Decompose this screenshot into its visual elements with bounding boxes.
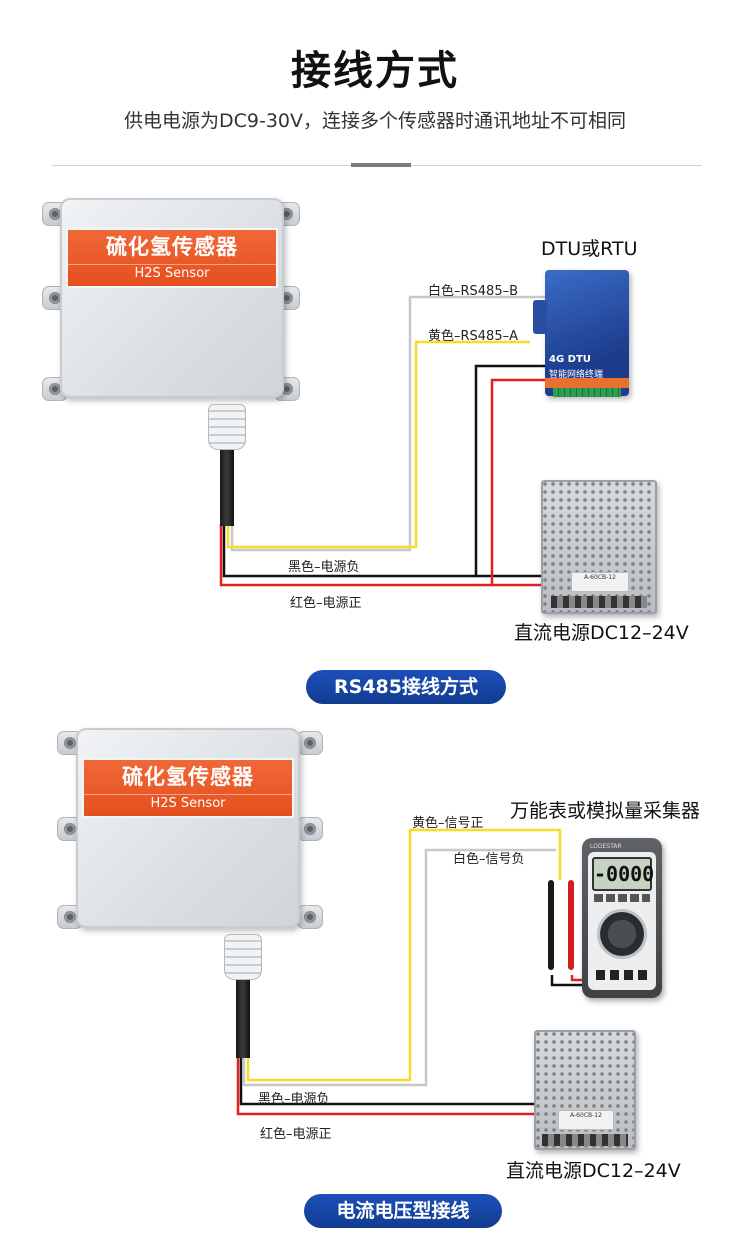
wire-label-black: 黑色–电源负 xyxy=(288,560,360,575)
dtu-device-label: DTU或RTU xyxy=(541,238,638,260)
wire-probe-red xyxy=(570,975,584,982)
dtu-terminal-block xyxy=(553,388,621,397)
psu-terminals-2 xyxy=(542,1134,628,1146)
probe-black xyxy=(548,880,554,970)
power-supply: A-60CB-12 xyxy=(541,480,657,614)
wire-label-yellow: 黄色–RS485–A xyxy=(428,329,518,344)
sensor-model: H2S Sensor xyxy=(68,264,276,283)
page-subtitle: 供电电源为DC9-30V，连接多个传感器时通讯地址不可相同 xyxy=(123,110,627,132)
wire-yellow-rs485a xyxy=(226,340,530,549)
meter-display: -0000 xyxy=(592,857,654,891)
wire-white-rs485b xyxy=(230,295,545,552)
page-title: 接线方式 xyxy=(291,48,459,94)
meter-buttons xyxy=(594,894,650,902)
wire-black-power-negative-2 xyxy=(239,1056,540,1106)
dtu-model: 4G DTU xyxy=(549,354,591,365)
wire-label-black-2: 黑色–电源负 xyxy=(258,1092,330,1107)
mounting-ear xyxy=(297,905,323,929)
meter-dial xyxy=(600,912,644,956)
power-supply-label: 直流电源DC12–24V xyxy=(514,622,689,644)
dtu-mount xyxy=(533,300,547,334)
wire-label-red: 红色–电源正 xyxy=(290,596,362,611)
psu-sticker: A-60CB-12 xyxy=(571,572,629,592)
wire-label-yellow-2: 黄色–信号正 xyxy=(412,816,484,831)
psu-sticker-2: A-60CB-12 xyxy=(558,1110,614,1130)
wire-probe-black xyxy=(550,975,584,987)
mounting-ear xyxy=(297,817,323,841)
wire-white-signal-negative xyxy=(242,848,556,1087)
sensor-name-2: 硫化氢传感器 xyxy=(122,765,254,789)
rs485-badge: RS485接线方式 xyxy=(306,670,506,704)
sensor-model-2: H2S Sensor xyxy=(84,794,292,813)
analog-badge: 电流电压型接线 xyxy=(304,1194,502,1228)
probe-red xyxy=(568,880,574,970)
sensor-label-2: 硫化氢传感器 H2S Sensor xyxy=(82,758,294,818)
wire-label-white-2: 白色–信号负 xyxy=(453,852,525,867)
wire-red-power-positive-2 xyxy=(236,1056,540,1116)
sensor-cable-2 xyxy=(236,980,250,1058)
sensor-cable xyxy=(220,450,234,526)
meter-jacks xyxy=(596,970,648,980)
meter-face: -0000 xyxy=(588,852,656,990)
sensor-name: 硫化氢传感器 xyxy=(106,235,238,259)
divider-accent xyxy=(351,163,411,167)
dtu-band xyxy=(545,378,629,388)
mounting-ear xyxy=(297,731,323,755)
power-supply-label-2: 直流电源DC12–24V xyxy=(506,1160,681,1182)
psu-terminals xyxy=(551,596,647,608)
sensor-label: 硫化氢传感器 H2S Sensor xyxy=(66,228,278,288)
cable-gland xyxy=(208,404,246,450)
dtu-device: 4G DTU 智能网络终端 xyxy=(545,270,629,397)
meter-brand: LODESTAR xyxy=(590,843,622,850)
meter-device-label: 万能表或模拟量采集器 xyxy=(510,800,701,822)
wire-red-power-positive xyxy=(219,378,545,587)
cable-gland-2 xyxy=(224,934,262,980)
multimeter: LODESTAR -0000 xyxy=(582,838,662,998)
wire-label-white: 白色–RS485–B xyxy=(428,284,519,299)
dtu-caption: 智能网络终端 xyxy=(549,370,604,380)
rs485-wires xyxy=(219,295,545,587)
power-supply-2: A-60CB-12 xyxy=(534,1030,636,1150)
analog-wires xyxy=(236,828,584,1116)
wire-label-red-2: 红色–电源正 xyxy=(260,1127,332,1142)
wire-yellow-signal-positive xyxy=(246,828,562,1082)
